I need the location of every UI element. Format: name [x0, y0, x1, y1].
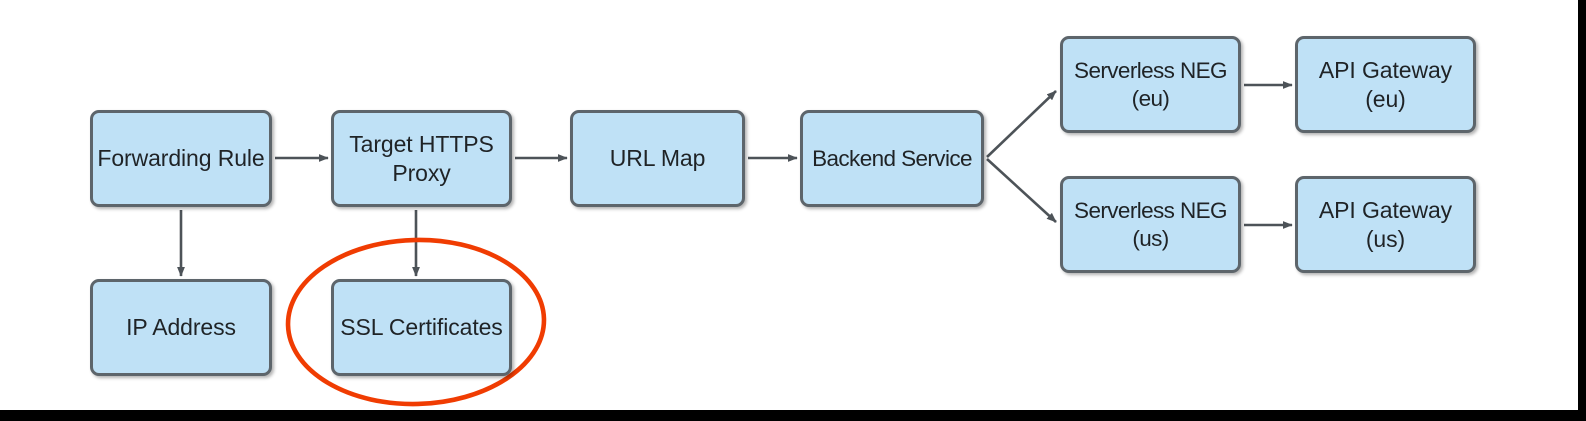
node-serverless-neg-us[interactable]: Serverless NEG (us) [1060, 176, 1241, 273]
ssl-certificates-highlight-ellipse [285, 237, 547, 407]
node-target-https-proxy[interactable]: Target HTTPS Proxy [331, 110, 512, 207]
node-forwarding-rule[interactable]: Forwarding Rule [90, 110, 272, 207]
node-backend-service[interactable]: Backend Service [800, 110, 984, 207]
node-url-map[interactable]: URL Map [570, 110, 745, 207]
edge-backend-service-to-serverless-neg-eu [986, 90, 1057, 158]
node-api-gateway-us[interactable]: API Gateway (us) [1295, 176, 1476, 273]
edge-backend-service-to-serverless-neg-us [986, 158, 1057, 223]
frame-bottom-border [0, 410, 1586, 421]
node-ssl-certificates[interactable]: SSL Certificates [331, 279, 512, 376]
node-serverless-neg-eu[interactable]: Serverless NEG (eu) [1060, 36, 1241, 133]
frame-right-border [1578, 0, 1586, 421]
node-ip-address[interactable]: IP Address [90, 279, 272, 376]
node-api-gateway-eu[interactable]: API Gateway (eu) [1295, 36, 1476, 133]
